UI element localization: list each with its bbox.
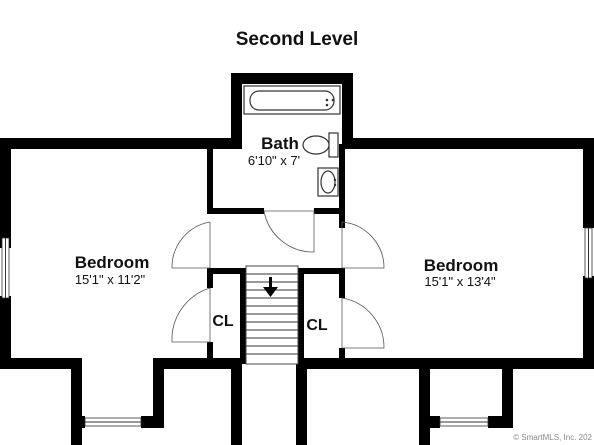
left-bedroom-name: Bedroom (75, 253, 150, 272)
right-bedroom-dimensions: 15'1" x 13'4" (424, 274, 496, 289)
toilet-icon (302, 132, 339, 158)
right-closet-label: CL (306, 317, 328, 334)
stairs (245, 265, 299, 365)
watermark: © SmartMLS, Inc. 202 (513, 433, 592, 442)
bath-name: Bath (261, 134, 299, 153)
plan-title: Second Level (236, 29, 359, 50)
interior-walls (207, 144, 345, 364)
door-swings (171, 210, 385, 349)
arrow-down-icon (263, 277, 278, 297)
bath-dimensions: 6'10" x 7' (248, 153, 300, 168)
exterior-walls (0, 73, 594, 445)
windows (1, 227, 593, 427)
left-bedroom-dimensions: 15'1" x 11'2" (75, 272, 146, 287)
right-bedroom-name: Bedroom (424, 256, 499, 275)
bath-fixtures (243, 85, 341, 197)
left-closet-label: CL (212, 313, 234, 330)
sink-icon (317, 167, 339, 197)
